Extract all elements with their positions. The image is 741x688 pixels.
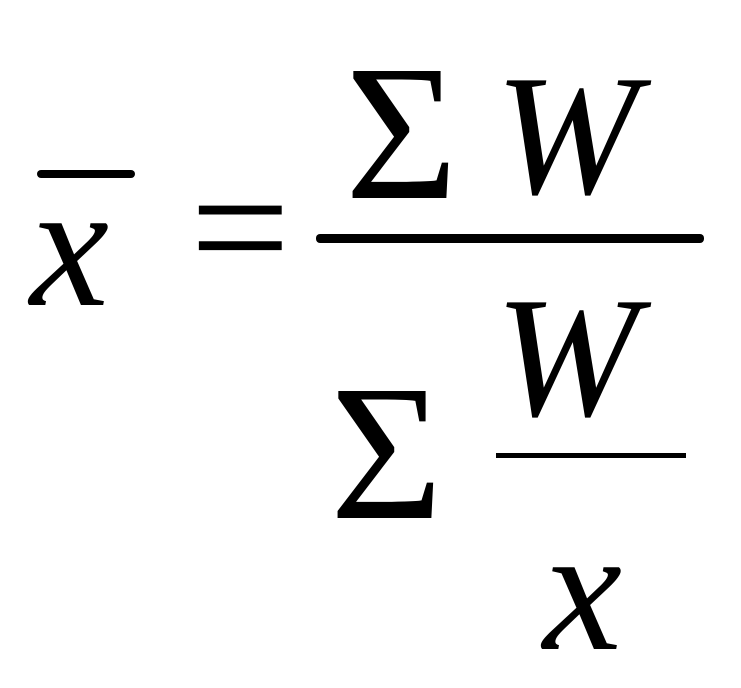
equals-sign: =	[190, 128, 291, 326]
numerator-w-variable: W	[495, 41, 639, 231]
x-bar-overline	[37, 170, 135, 178]
inner-numerator-w-variable: W	[495, 263, 639, 453]
main-fraction-bar	[316, 234, 704, 243]
inner-denominator-x-variable: x	[543, 490, 623, 688]
lhs-x-variable: x	[30, 146, 110, 344]
inner-fraction-bar	[496, 453, 686, 458]
denominator-sum-symbol: Σ	[330, 345, 443, 560]
numerator-sum-symbol: Σ	[345, 25, 458, 240]
